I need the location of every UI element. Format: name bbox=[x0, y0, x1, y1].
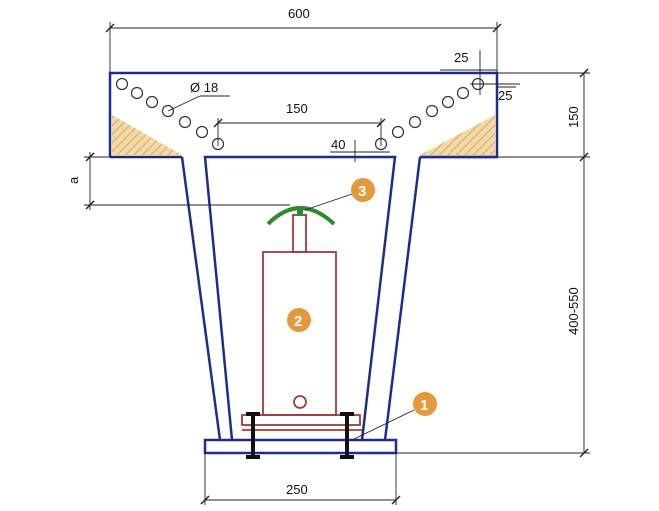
jack-body bbox=[262, 251, 337, 416]
callout-3-leader bbox=[304, 193, 353, 211]
callout-1-leader bbox=[351, 409, 415, 441]
tendon-duct bbox=[408, 115, 422, 129]
bottom-offset-label: 25 bbox=[498, 88, 512, 103]
tendon-ducts bbox=[115, 77, 485, 151]
tendon-duct bbox=[391, 125, 405, 139]
callout-3: 3 bbox=[351, 178, 375, 202]
depth-var-label: a bbox=[66, 176, 81, 184]
left-outer-web bbox=[180, 156, 222, 441]
right-haunch-hatch bbox=[420, 115, 495, 155]
jack-piston bbox=[292, 214, 307, 253]
concrete-section bbox=[108, 71, 499, 455]
tendon-duct bbox=[195, 125, 209, 139]
anchor-bolts bbox=[246, 412, 354, 459]
callout-1-label: 1 bbox=[420, 397, 428, 414]
duct-diameter-label: Ø 18 bbox=[190, 80, 218, 95]
dimension-lines bbox=[84, 22, 590, 505]
inner-void-outline bbox=[203, 155, 397, 441]
web-height-label: 400-550 bbox=[566, 287, 581, 335]
jack-port bbox=[293, 395, 307, 409]
top-offset-label: 25 bbox=[454, 50, 468, 65]
bottom-width-label: 250 bbox=[286, 482, 308, 497]
inner-span-label: 150 bbox=[286, 101, 308, 116]
tendon-duct bbox=[115, 77, 129, 91]
top-width-label: 600 bbox=[288, 6, 310, 21]
right-outer-web bbox=[383, 156, 422, 441]
jack-base-plate bbox=[241, 414, 361, 426]
hydraulic-jack bbox=[241, 214, 362, 431]
bearing-stem bbox=[297, 206, 303, 216]
tendon-duct bbox=[145, 95, 159, 109]
tendon-duct bbox=[456, 86, 470, 100]
tendon-duct bbox=[178, 115, 192, 129]
callout-2: 2 bbox=[287, 308, 311, 332]
tendon-duct bbox=[425, 104, 439, 118]
tendon-duct bbox=[441, 95, 455, 109]
bottom-flange bbox=[203, 438, 398, 455]
left-haunch-hatch bbox=[112, 115, 182, 155]
callout-1: 1 bbox=[413, 392, 437, 416]
callout-2-label: 2 bbox=[294, 313, 302, 330]
callout-3-label: 3 bbox=[358, 183, 366, 200]
dimension-ticks bbox=[85, 23, 589, 505]
flange-height-label: 150 bbox=[566, 106, 581, 128]
edge-offset-label: 40 bbox=[331, 137, 345, 152]
tendon-duct bbox=[130, 86, 144, 100]
